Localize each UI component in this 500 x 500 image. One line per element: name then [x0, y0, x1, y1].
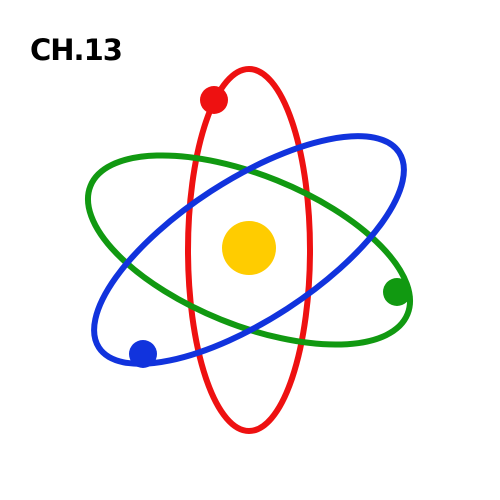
electron-green: [383, 278, 411, 306]
electron-blue: [129, 340, 157, 368]
electron-red: [200, 86, 228, 114]
orbit-green: [84, 152, 414, 348]
nucleus: [222, 221, 276, 275]
orbit-blue: [91, 133, 407, 367]
orbit-vertical: [185, 66, 313, 434]
chapter-label: CH.13: [30, 33, 123, 67]
